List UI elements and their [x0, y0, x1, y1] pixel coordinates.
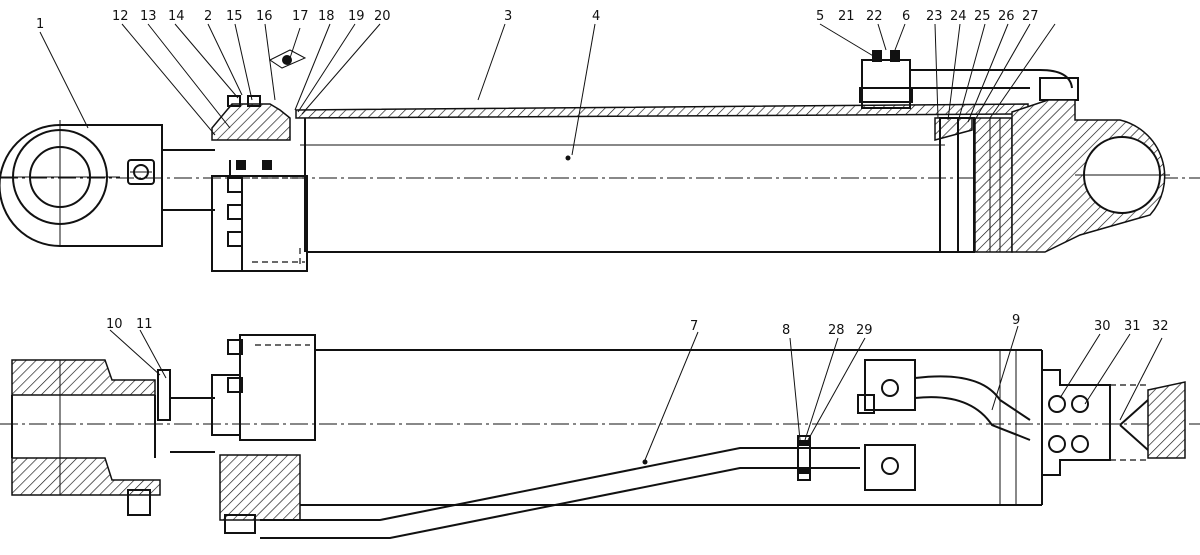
callout-7: 7	[690, 319, 698, 334]
callout-11: 11	[136, 317, 153, 332]
callout-19: 19	[348, 9, 365, 24]
piston	[934, 117, 1013, 253]
rod-clevis	[11, 359, 171, 516]
callout-12: 12	[112, 9, 129, 24]
bottom-port-blocks	[857, 359, 1031, 491]
callout-10: 10	[106, 317, 123, 332]
callout-28: 28	[828, 323, 845, 338]
callout-13: 13	[140, 9, 157, 24]
callout-18: 18	[318, 9, 335, 24]
gland-assembly	[211, 49, 308, 272]
callout-30: 30	[1094, 319, 1111, 334]
bottom-view	[0, 334, 1200, 539]
bottom-gland	[211, 334, 316, 534]
callout-2: 2	[204, 9, 212, 24]
callout-8: 8	[782, 323, 790, 338]
callout-25: 25	[974, 9, 991, 24]
callout-17: 17	[292, 9, 309, 24]
callout-leaders	[39, 23, 1163, 461]
piston-rod	[162, 149, 215, 211]
oil-tube	[260, 435, 860, 539]
top-section-view	[0, 49, 1200, 272]
port-block	[859, 50, 1079, 109]
callout-21: 21	[838, 9, 855, 24]
callout-24: 24	[950, 9, 967, 24]
callout-20: 20	[374, 9, 391, 24]
cap-end	[1011, 99, 1170, 253]
callout-5: 5	[816, 9, 824, 24]
callout-3: 3	[504, 9, 512, 24]
callout-4: 4	[592, 9, 600, 24]
callout-9: 9	[1012, 313, 1020, 328]
cylinder-barrel	[295, 103, 1029, 253]
rod-eye	[0, 120, 163, 247]
callout-1: 1	[36, 17, 44, 32]
callout-27: 27	[1022, 9, 1039, 24]
bottom-callouts: 10 11 7 8 28 29 9 30 31 32	[106, 313, 1169, 338]
callout-29: 29	[856, 323, 873, 338]
callout-23: 23	[926, 9, 943, 24]
top-callouts: 1 12 13 14 2 15 16 17 18 19 20 3 4 5 21 …	[36, 9, 1039, 32]
callout-16: 16	[256, 9, 273, 24]
callout-6: 6	[902, 9, 910, 24]
callout-26: 26	[998, 9, 1015, 24]
item-4-marker	[565, 155, 571, 161]
callout-15: 15	[226, 9, 243, 24]
callout-31: 31	[1124, 319, 1141, 334]
callout-32: 32	[1152, 319, 1169, 334]
bottom-cap-end	[1042, 369, 1186, 476]
callout-22: 22	[866, 9, 883, 24]
callout-14: 14	[168, 9, 185, 24]
